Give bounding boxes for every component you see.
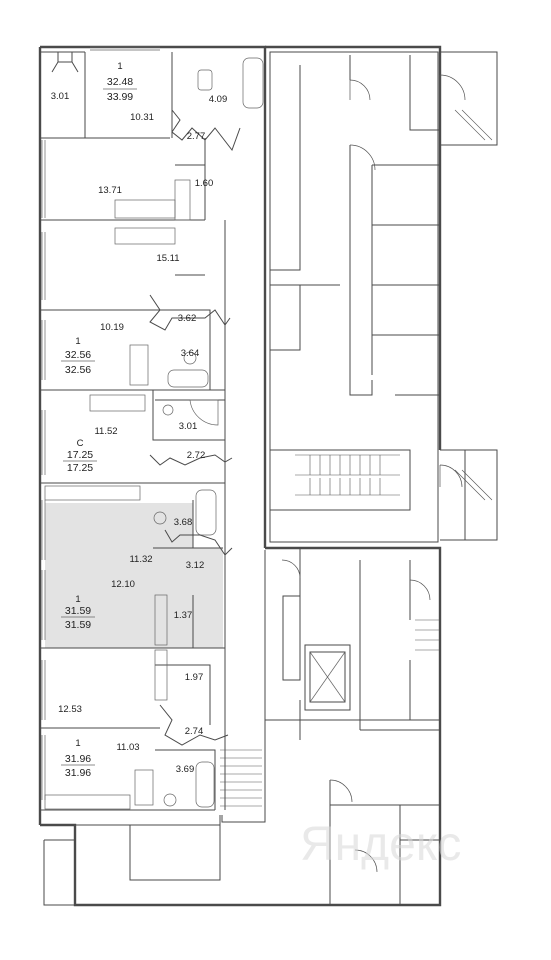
apartment-total: 31.96 [65, 753, 91, 765]
room-area: 1.37 [174, 610, 193, 621]
room-area: 12.10 [111, 579, 135, 590]
apartment-total-alt: 31.96 [65, 767, 91, 779]
room-area: 10.19 [100, 322, 124, 333]
room-area: 2.74 [185, 726, 204, 737]
doors [281, 74, 466, 873]
watermark: Яндекс [300, 818, 461, 871]
bath-fixtures [153, 57, 264, 808]
apartment-label-5: 1 31.96 31.96 [61, 738, 95, 779]
apartment-total-alt: 32.56 [65, 364, 91, 376]
room-area: 3.64 [181, 348, 200, 359]
room-area: 11.03 [116, 742, 139, 753]
apartment-label-3: С 17.25 17.25 [63, 438, 97, 474]
kitchen-fixtures [44, 179, 191, 810]
room-area: 13.71 [98, 185, 122, 196]
apartment-rooms: 1 [75, 336, 80, 347]
room-area: 3.12 [186, 560, 205, 571]
room-area: 3.68 [174, 517, 193, 528]
room-area: 1.97 [185, 672, 204, 683]
loggia [43, 52, 221, 906]
apartment-label-2: 1 32.56 32.56 [61, 336, 95, 376]
building-outline [38, 45, 498, 907]
apartment-rooms: С [77, 438, 84, 449]
room-area: 15.11 [156, 253, 179, 264]
room-area: 3.01 [179, 421, 198, 432]
room-area: 3.69 [176, 764, 195, 775]
room-area: 3.62 [178, 313, 197, 324]
apartment-label-4: 1 31.59 31.59 [61, 594, 95, 631]
apartment-total: 17.25 [67, 449, 93, 461]
room-area: 11.32 [129, 554, 152, 565]
apartment-rooms: 1 [75, 738, 80, 749]
room-area: 4.09 [209, 94, 228, 105]
room-area-labels: 3.01 4.09 10.31 2.77 13.71 1.60 15.11 3.… [51, 91, 228, 775]
highlighted-apartment[interactable] [45, 503, 223, 648]
room-area: 12.53 [58, 704, 82, 715]
apartment-total-alt: 17.25 [67, 462, 93, 474]
apartment-total-alt: 33.99 [107, 91, 133, 103]
common-area-partitions [265, 55, 466, 905]
apartment-total-alt: 31.59 [65, 619, 91, 631]
room-area: 11.52 [94, 426, 117, 437]
apartment-rooms: 1 [117, 61, 122, 72]
room-area: 2.72 [187, 450, 206, 461]
stairs [220, 109, 493, 807]
apartment-total: 31.59 [65, 605, 91, 617]
elevator-shaft [304, 644, 351, 711]
room-area: 10.31 [130, 112, 154, 123]
room-area: 2.77 [187, 131, 206, 142]
apartment-total: 32.56 [65, 349, 91, 361]
partition-walls [40, 46, 226, 811]
room-area: 3.01 [51, 91, 70, 102]
apartment-total: 32.48 [107, 76, 133, 88]
apartment-label-1: 1 32.48 33.99 [103, 61, 137, 103]
apartment-rooms: 1 [75, 594, 80, 605]
room-area: 1.60 [195, 178, 214, 189]
